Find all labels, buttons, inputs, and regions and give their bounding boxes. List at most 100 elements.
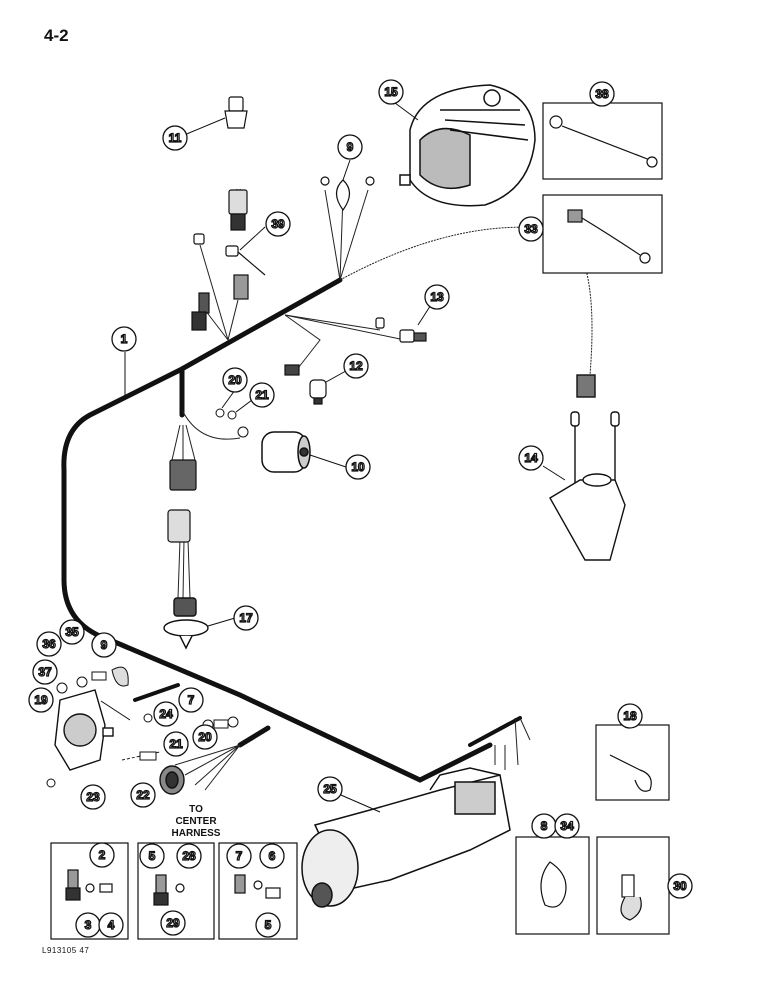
svg-text:37: 37 [38,665,52,679]
ground-hardware [46,666,157,788]
svg-text:TO: TO [189,804,203,815]
svg-text:38: 38 [595,87,609,101]
callout-8: 8 [531,813,557,839]
callout-6: 6 [259,843,285,869]
svg-text:2: 2 [99,848,106,862]
svg-text:8: 8 [541,819,548,833]
svg-text:22: 22 [136,788,150,802]
center-harness-note: TO CENTER HARNESS [172,804,221,839]
svg-text:3: 3 [85,918,92,932]
clip-box-30 [596,836,670,935]
jumper-cable-box [542,194,663,274]
temperature-switch [193,233,266,276]
harness-branch-ground [133,683,180,702]
callout-21-lower: 21 [163,731,189,757]
callout-9-lower: 9 [91,632,117,658]
callout-9-top: 9 [337,134,363,160]
callout-7-box3: 7 [226,843,252,869]
svg-text:35: 35 [65,625,79,639]
svg-text:21: 21 [255,388,269,402]
svg-text:20: 20 [228,373,242,387]
main-harness [61,277,522,783]
svg-text:10: 10 [351,460,365,474]
figure-code: L913105 47 [42,946,90,955]
svg-text:14: 14 [524,451,538,465]
callout-39: 39 [265,211,291,237]
flasher-unit [54,689,114,771]
svg-text:4: 4 [108,918,115,932]
callout-34: 34 [554,813,580,839]
harness-connectors [191,274,385,376]
callout-22: 22 [130,782,156,808]
callout-30: 30 [667,873,693,899]
svg-text:24: 24 [159,707,173,721]
callout-19: 19 [28,687,54,713]
callout-29: 29 [160,910,186,936]
svg-text:18: 18 [623,709,637,723]
callout-5-box3: 5 [255,912,281,938]
svg-text:20: 20 [198,730,212,744]
callout-5-box2: 5 [139,843,165,869]
callouts: 1 11 9 39 15 38 33 13 12 20 21 10 14 17 … [28,79,693,938]
svg-text:15: 15 [384,85,398,99]
clip-box-18 [595,724,670,801]
svg-text:7: 7 [236,849,243,863]
harness-main-trunk [61,277,493,783]
callout-2: 2 [89,842,115,868]
svg-text:5: 5 [265,918,272,932]
svg-text:19: 19 [34,693,48,707]
svg-text:29: 29 [166,916,180,930]
coolant-sender [399,329,427,343]
svg-text:9: 9 [347,140,354,154]
svg-text:17: 17 [239,611,253,625]
oil-pressure-sender [224,96,248,231]
callout-4: 4 [98,912,124,938]
ground-cable-box [542,102,663,180]
callout-18: 18 [617,703,643,729]
svg-text:9: 9 [101,638,108,652]
speed-sensor [163,597,209,650]
svg-text:25: 25 [323,782,337,796]
callout-20-lower: 20 [192,724,218,750]
svg-text:5: 5 [149,849,156,863]
callout-20-top: 20 [222,367,248,393]
svg-text:39: 39 [271,217,285,231]
callout-38: 38 [589,81,615,107]
callout-15: 15 [378,79,404,105]
horn [261,431,311,473]
callout-17: 17 [233,605,259,631]
callout-13: 13 [424,284,450,310]
harness-branch-starter [468,716,522,747]
svg-text:7: 7 [188,693,195,707]
callout-35: 35 [59,619,85,645]
svg-text:36: 36 [42,637,56,651]
callout-24: 24 [153,701,179,727]
svg-text:HARNESS: HARNESS [172,828,221,839]
callout-25: 25 [317,776,343,802]
callout-11: 11 [162,125,188,151]
svg-text:13: 13 [430,290,444,304]
callout-37: 37 [32,659,58,685]
svg-text:12: 12 [349,359,363,373]
svg-text:33: 33 [524,222,538,236]
callout-33: 33 [518,216,544,242]
callout-3: 3 [75,912,101,938]
alternator [399,84,536,207]
starter-motor [301,767,511,908]
svg-text:23: 23 [86,790,100,804]
svg-text:28: 28 [182,849,196,863]
nuts-upper [215,408,249,438]
page-number: 4-2 [44,26,69,45]
callout-21-top: 21 [249,382,275,408]
svg-text:1: 1 [121,332,128,346]
callout-12: 12 [343,353,369,379]
svg-text:11: 11 [169,131,182,145]
callout-23: 23 [80,784,106,810]
callout-36: 36 [36,631,62,657]
callout-1: 1 [111,326,137,352]
svg-text:34: 34 [560,819,574,833]
harness-branch-center [237,725,271,748]
callout-28: 28 [176,843,202,869]
svg-text:21: 21 [169,737,183,751]
